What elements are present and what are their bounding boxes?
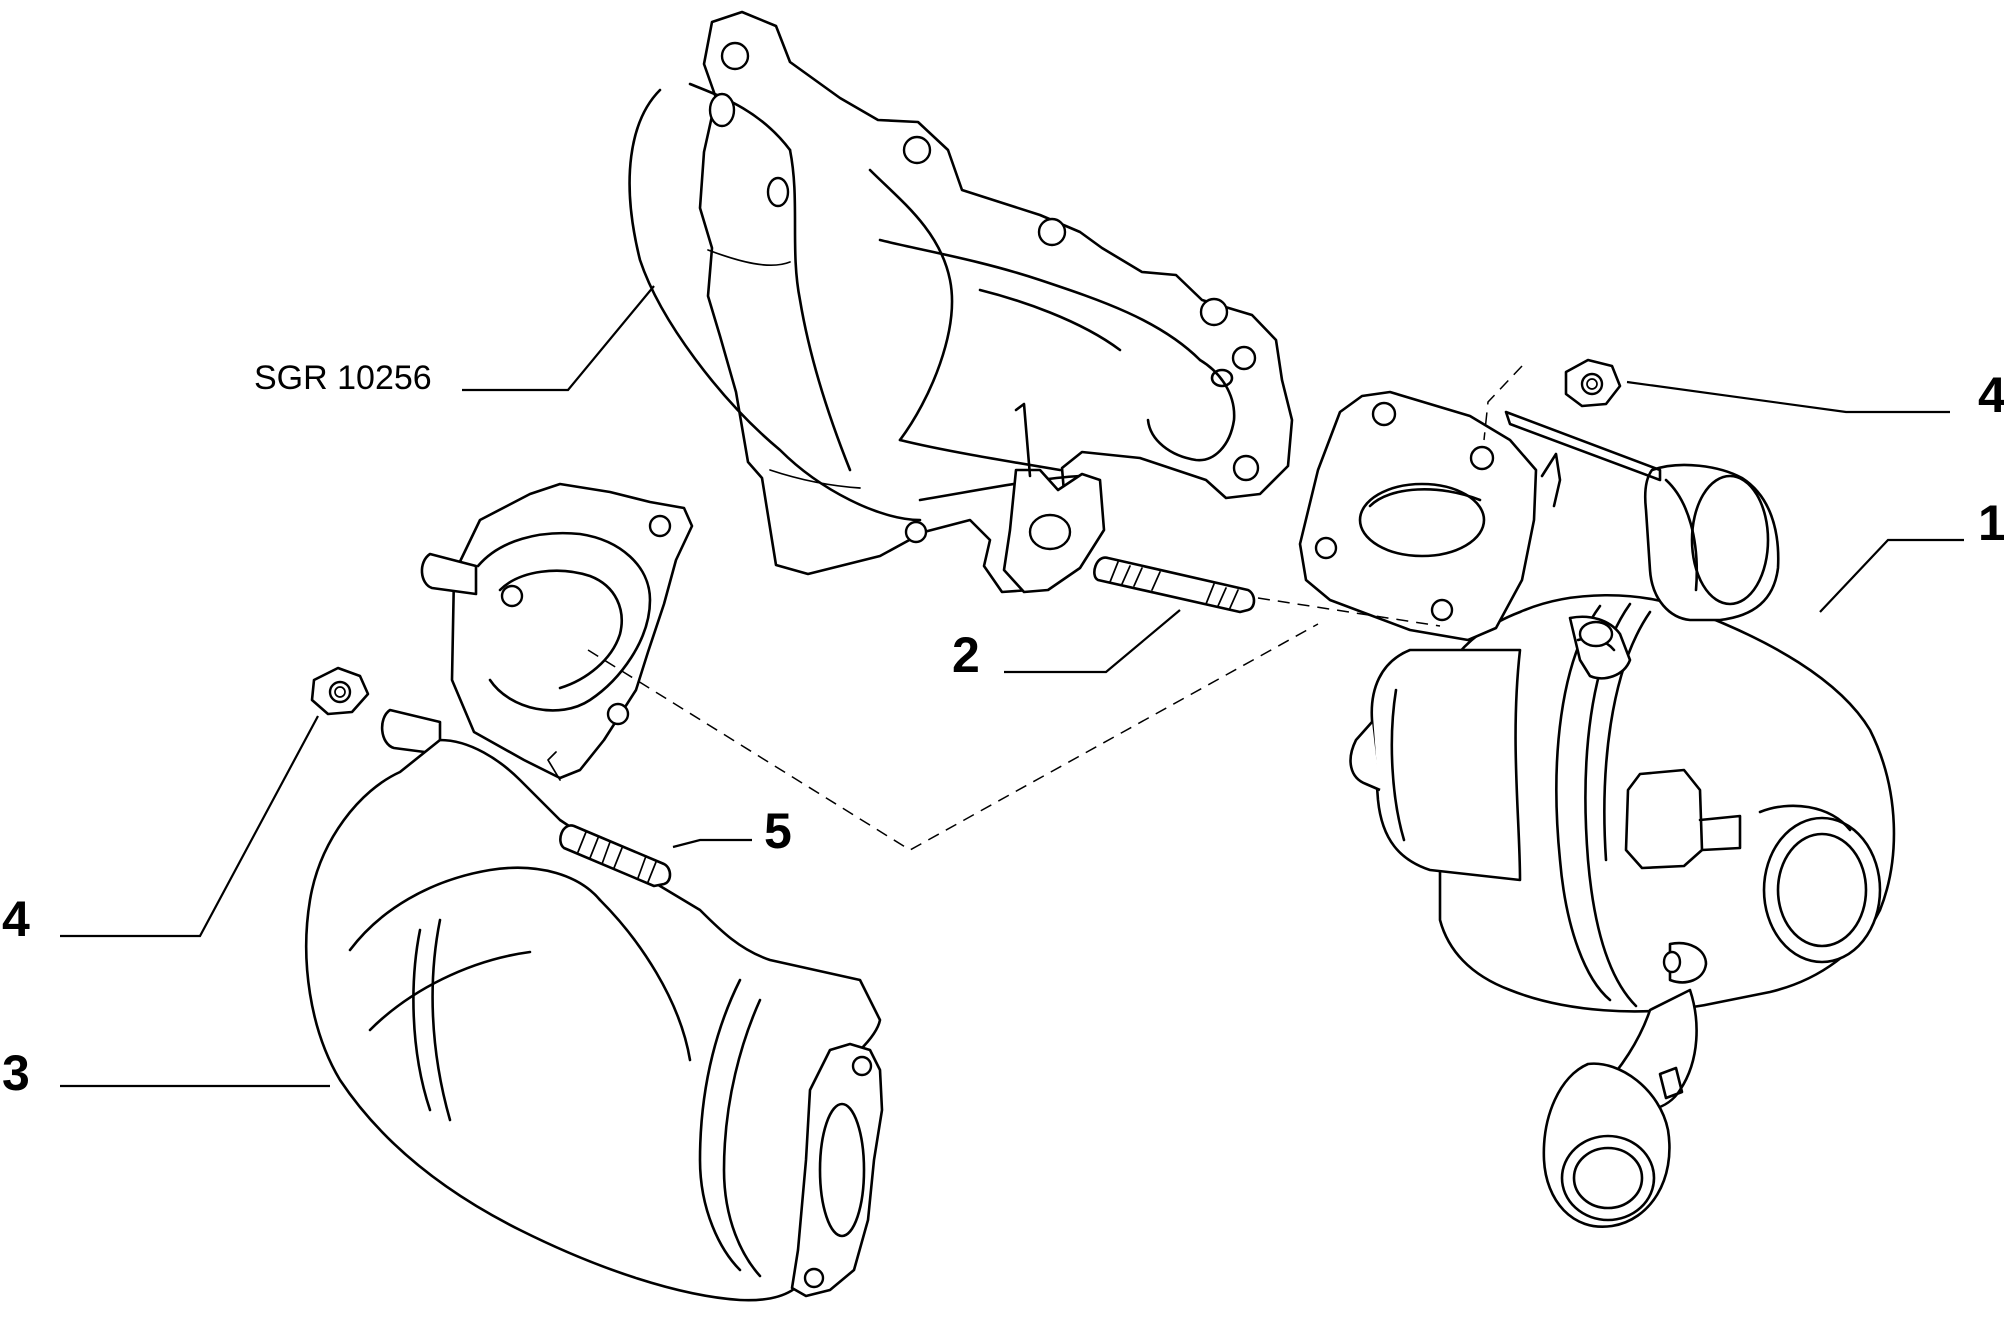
turbocharger xyxy=(1298,390,1896,1229)
nut-lower xyxy=(310,666,370,716)
callout-2: 2 xyxy=(952,627,980,683)
nut-upper xyxy=(1564,358,1622,408)
stud-lower xyxy=(559,824,672,888)
stud-upper xyxy=(1093,556,1256,614)
callout-4-lower: 4 xyxy=(2,891,30,947)
callout-5: 5 xyxy=(764,803,792,859)
exhaust-manifold xyxy=(628,10,1294,594)
leader-lines xyxy=(60,285,1964,1088)
alignment-lines xyxy=(587,365,1523,851)
callout-4-upper: 4 xyxy=(1978,367,2004,423)
reference-code-label: SGR 10256 xyxy=(254,359,432,397)
callout-3: 3 xyxy=(2,1045,30,1101)
callout-1: 1 xyxy=(1978,495,2004,551)
catalytic-converter xyxy=(305,482,884,1302)
